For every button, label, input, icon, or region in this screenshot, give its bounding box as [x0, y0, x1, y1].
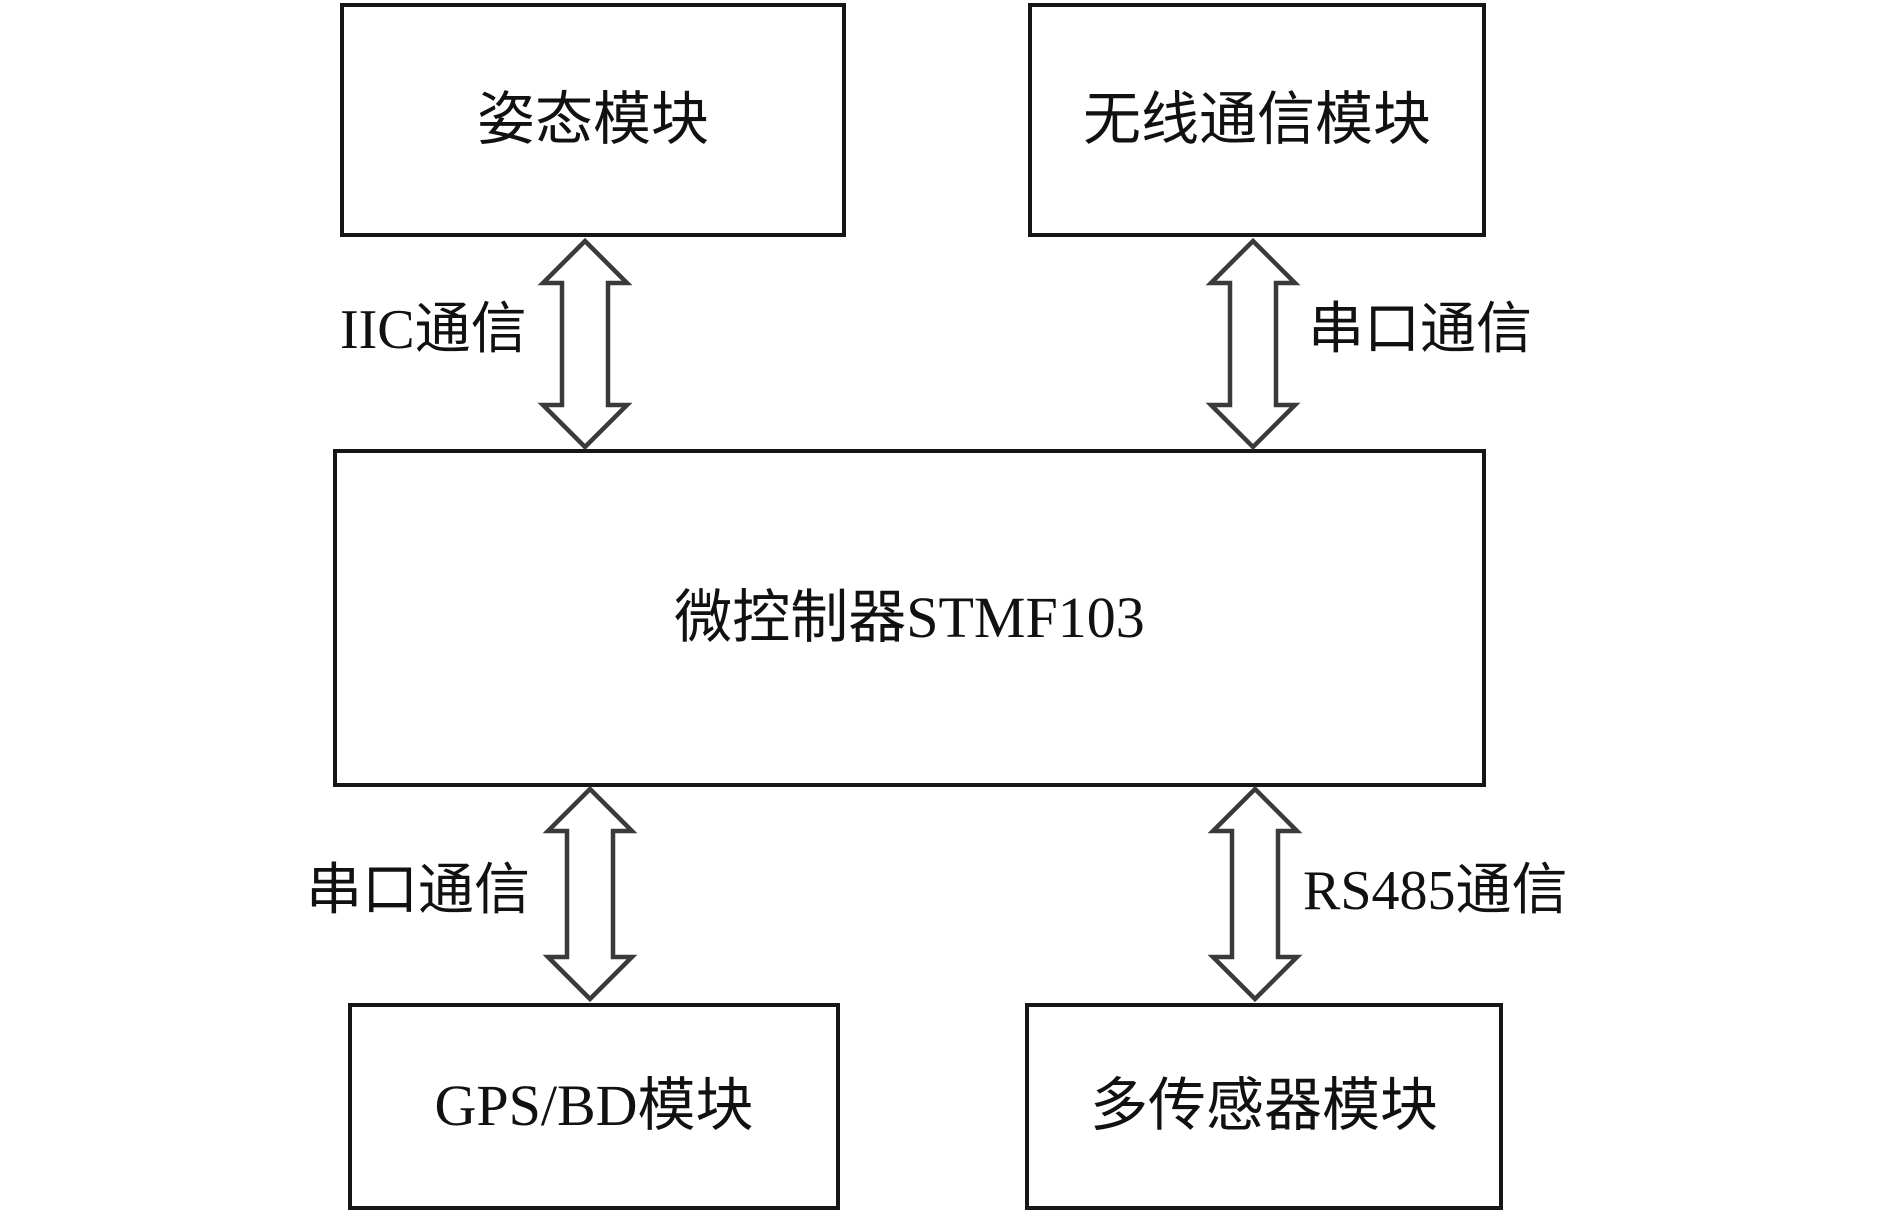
microcontroller-stmf103-box: 微控制器STMF103 [333, 449, 1486, 787]
rs485-communication-label: RS485通信 [1303, 860, 1568, 922]
multi-sensor-module-box: 多传感器模块 [1025, 1003, 1503, 1210]
attitude-module-box: 姿态模块 [340, 3, 846, 237]
double-arrow-icon-mcu-gps [542, 785, 638, 1003]
wireless-comm-module-box: 无线通信模块 [1028, 3, 1486, 237]
serial-communication-label-bottom: 串口通信 [306, 860, 530, 922]
gps-bd-module-box: GPS/BD模块 [348, 1003, 840, 1210]
serial-communication-label-top: 串口通信 [1308, 299, 1532, 361]
double-arrow-icon-mcu-sensors [1207, 785, 1303, 1003]
double-arrow-icon-wireless-mcu [1205, 237, 1301, 451]
iic-communication-label: IIC通信 [340, 299, 527, 361]
double-arrow-icon-attitude-mcu [537, 237, 633, 451]
